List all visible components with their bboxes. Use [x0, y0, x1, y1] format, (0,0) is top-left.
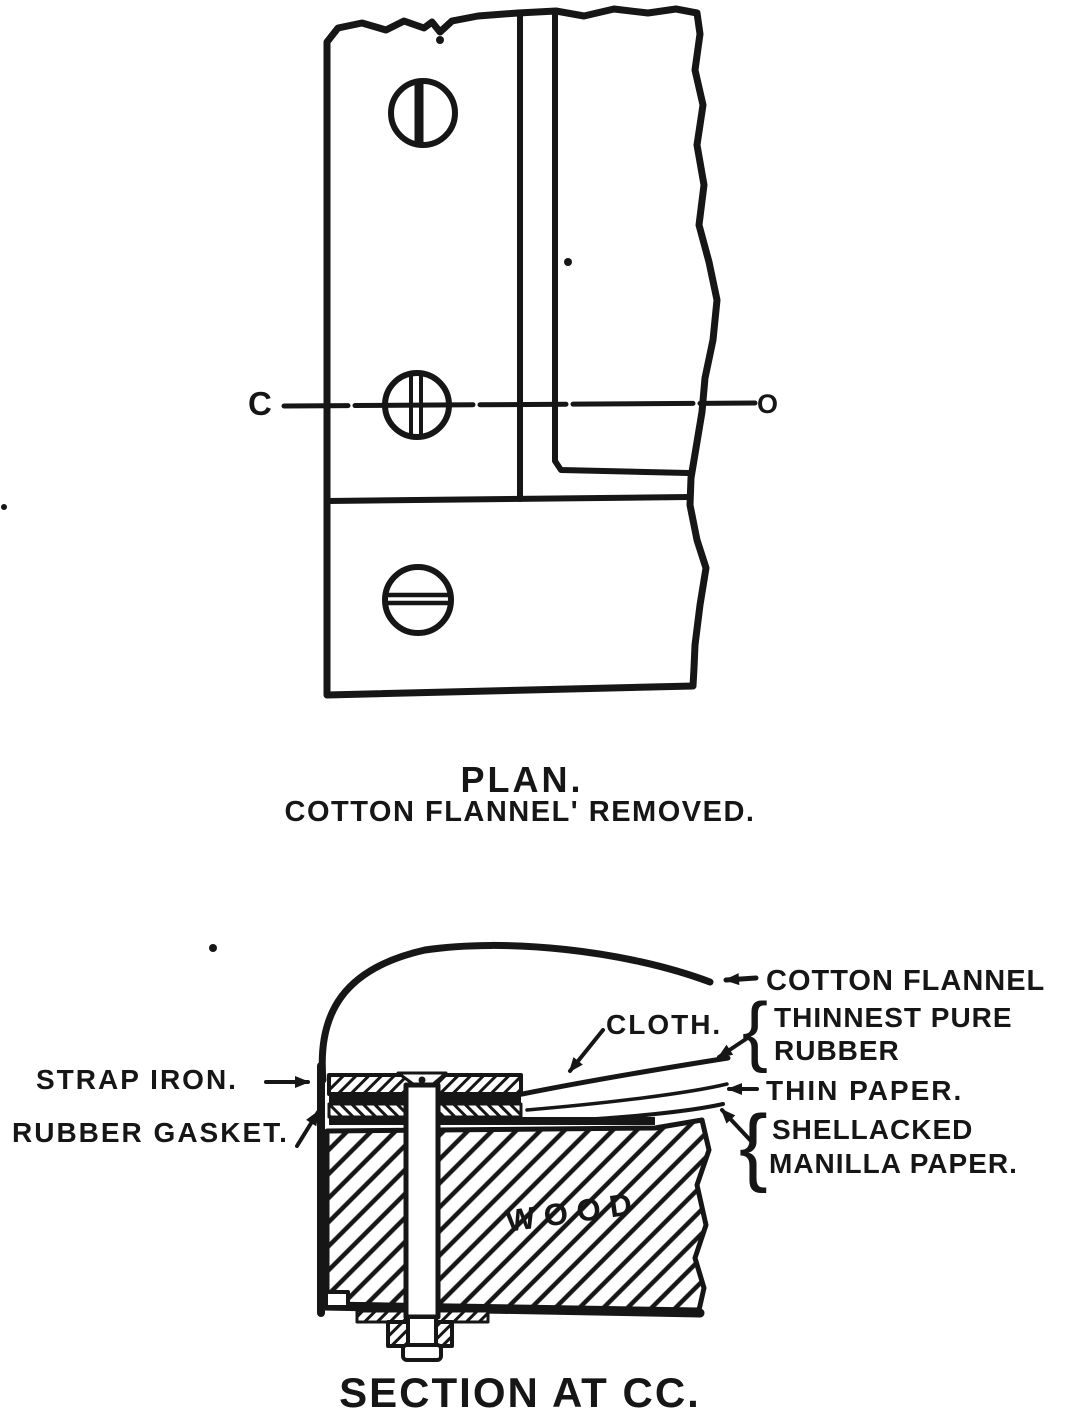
plan-section-line — [281, 400, 758, 409]
plan-screw-middle — [382, 370, 452, 440]
ink-specks — [1, 36, 572, 952]
plan-screw-middle-slot — [409, 374, 423, 439]
bolt-shaft — [403, 1082, 441, 1320]
section-view — [264, 941, 759, 1362]
manilla-paper-arrow — [720, 1108, 753, 1143]
rubber-gasket-arrow — [295, 1110, 320, 1148]
bolt-head-slot-dot — [418, 1076, 426, 1084]
dark-layer-2 — [329, 1117, 655, 1125]
wood-bottom-left-notch — [324, 1290, 350, 1309]
cloth-curve — [500, 1055, 731, 1101]
plan-seam-line — [325, 494, 693, 504]
plan-screw-top — [388, 78, 458, 148]
wood-bottom-edge — [318, 1301, 705, 1318]
plan-screw-bottom-slot — [384, 592, 453, 606]
cotton-flannel-arrow — [723, 973, 759, 986]
cotton-flannel-curve — [318, 941, 714, 1084]
plan-plate-outline — [323, 5, 721, 699]
rubber-gasket-layer-left — [327, 1102, 409, 1119]
thin-paper-curve — [525, 1082, 729, 1112]
plan-strip-line-right — [552, 9, 691, 476]
cloth-arrow — [568, 1028, 605, 1073]
rubber-gasket-layer-right — [436, 1102, 523, 1119]
plan-screw-bottom — [382, 564, 454, 636]
plan-view — [1, 5, 758, 952]
thinnest-rubber-arrow — [717, 1035, 751, 1059]
wood-block — [324, 1117, 712, 1313]
bolt-tip — [401, 1343, 443, 1362]
manilla-paper-curve — [541, 1102, 725, 1124]
bolt-shaft-lower — [406, 1315, 438, 1349]
